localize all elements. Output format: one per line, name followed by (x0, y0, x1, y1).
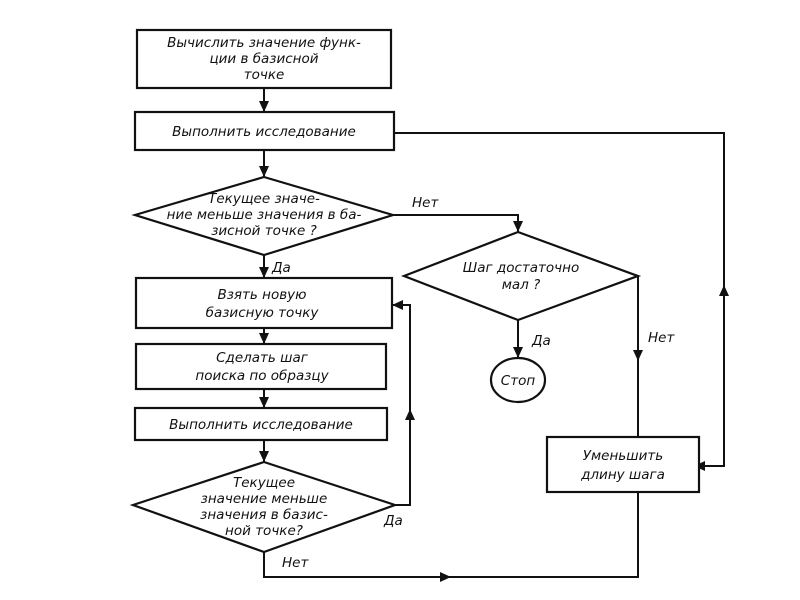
arrowhead (405, 409, 415, 420)
node-text: Сделать шаг (216, 350, 309, 366)
arrowhead (259, 101, 269, 112)
node-decision-2: Текущее значение меньше значения в базис… (129, 460, 399, 554)
edge-label-yes-2: Да (383, 513, 403, 529)
arrowheads (259, 101, 729, 582)
node-stop: Стоп (489, 356, 547, 404)
node-text: мал ? (502, 277, 541, 293)
node-text: точке (244, 67, 285, 83)
node-compute-base: Вычислить значение функ- ции в базисной … (135, 28, 393, 90)
arrowhead (259, 397, 269, 408)
arrowhead (513, 221, 523, 232)
edge-label-yes-small: Да (531, 333, 551, 349)
edge-label-no-1: Нет (412, 195, 439, 211)
arrowhead (513, 347, 523, 358)
edge-decision1-to-stepsmall (393, 214, 519, 232)
node-new-base: Взять новую базисную точку (134, 276, 394, 330)
node-reduce-step: Уменьшить длину шага (545, 435, 701, 494)
node-text: Вычислить значение функ- (167, 35, 361, 51)
node-text: значение меньше (201, 491, 328, 507)
node-text: Стоп (501, 373, 536, 389)
arrowhead (259, 267, 269, 278)
arrowhead (719, 285, 729, 296)
arrowhead (259, 333, 269, 344)
edge-label-yes-1: Да (271, 260, 291, 276)
arrowhead (392, 300, 403, 310)
node-text: ной точке? (225, 523, 303, 539)
node-pattern-step: Сделать шаг поиска по образцу (134, 342, 388, 391)
edge-reduce-to-explore1 (394, 132, 725, 467)
node-text: зисной точке ? (211, 223, 317, 239)
node-decision-1: Текущее значе- ние меньше значения в ба-… (131, 175, 397, 257)
node-text: Выполнить исследование (172, 124, 356, 140)
node-text: длину шага (580, 467, 665, 483)
node-text: Уменьшить (583, 448, 663, 464)
node-text: Текущее значе- (208, 191, 320, 207)
node-text: ние меньше значения в ба- (167, 207, 362, 223)
arrowhead (440, 572, 451, 582)
node-step-small: Шаг достаточно мал ? (400, 230, 642, 322)
node-text: поиска по образцу (195, 368, 329, 384)
node-text: ции в базисной (209, 51, 318, 67)
node-text: Шаг достаточно (463, 260, 579, 276)
node-explore-2: Выполнить исследование (133, 406, 389, 442)
node-text: базисную точку (206, 305, 320, 321)
edge-label-no-2: Нет (282, 555, 309, 571)
node-text: значения в базис- (200, 507, 328, 523)
arrowhead (259, 451, 269, 462)
edge-label-no-small: Нет (648, 330, 675, 346)
arrowhead (259, 166, 269, 177)
arrowhead (633, 350, 643, 361)
edge-decision2-to-newbase (392, 304, 411, 506)
node-explore-1: Выполнить исследование (133, 110, 396, 152)
edge-labels: Нет Да Да Нет Да Нет (271, 195, 675, 571)
node-text: Текущее (233, 475, 295, 491)
node-text: Взять новую (217, 287, 306, 303)
node-text: Выполнить исследование (169, 417, 353, 433)
